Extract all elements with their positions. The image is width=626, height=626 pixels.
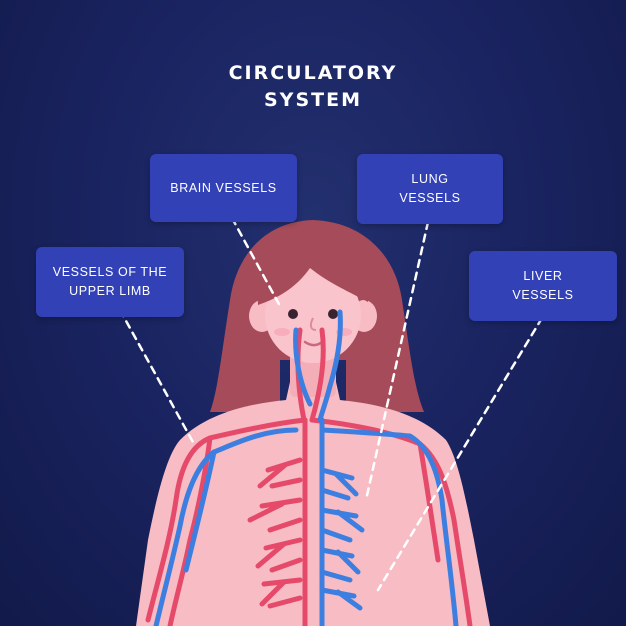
title-line-2: SYSTEM <box>264 89 362 111</box>
label-brain-line-1: BRAIN VESSELS <box>170 180 277 195</box>
label-upper-line-1: VESSELS OF THE <box>52 265 168 279</box>
face <box>265 267 361 363</box>
leader-line-liver <box>376 316 544 592</box>
label-lung-line-1: LUNG <box>411 172 449 186</box>
leader-line-upper-limb <box>118 308 196 446</box>
label-liver-line-1: LIVER <box>523 269 563 283</box>
label-lung-vessels: LUNG VESSELS <box>357 154 503 224</box>
artery-network <box>145 327 473 626</box>
hair-fringe <box>257 234 369 305</box>
label-upper-limb-vessels: VESSELS OF THE UPPER LIMB <box>36 247 184 317</box>
leader-lines <box>118 216 544 592</box>
label-brain-vessels: BRAIN VESSELS <box>150 154 297 222</box>
page-title: CIRCULATORY SYSTEM <box>0 60 626 114</box>
leader-line-brain <box>230 216 282 308</box>
torso <box>136 382 490 626</box>
nose <box>309 317 317 331</box>
label-liver-line-2: VESSELS <box>512 288 574 302</box>
leader-line-lung <box>364 220 430 502</box>
label-upper-line-2: UPPER LIMB <box>69 284 151 298</box>
left-cheek <box>274 328 290 336</box>
label-liver-vessels: LIVER VESSELS <box>469 251 617 321</box>
vein-network <box>153 309 459 626</box>
right-eye <box>328 309 338 319</box>
label-lung-line-2: VESSELS <box>399 191 461 205</box>
title-line-1: CIRCULATORY <box>228 62 398 84</box>
left-eye <box>288 309 298 319</box>
